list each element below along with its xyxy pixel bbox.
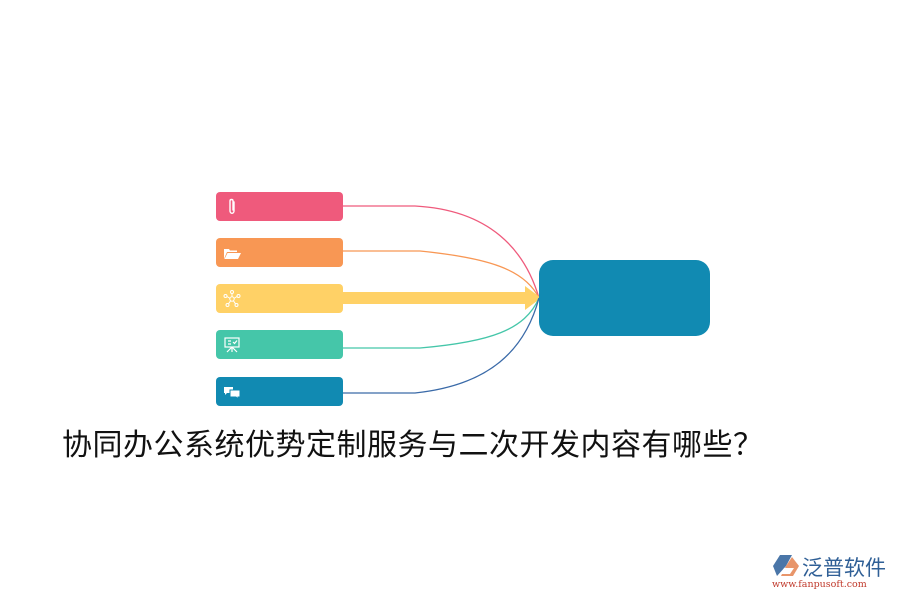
chat-bubbles-icon [222, 382, 242, 402]
diagram-node-2 [216, 238, 343, 267]
folder-open-icon [222, 243, 242, 263]
center-node [539, 260, 710, 336]
watermark-url: www.fanpusoft.com [772, 579, 867, 590]
page-title: 协同办公系统优势定制服务与二次开发内容有哪些？ [62, 428, 764, 463]
diagram-node-1 [216, 192, 343, 221]
diagram-node-5 [216, 377, 343, 406]
watermark-logo: 泛普软件 www.fanpusoft.com [770, 552, 895, 592]
diagram-node-4 [216, 330, 343, 359]
paperclip-icon [222, 197, 242, 217]
presentation-board-icon [222, 335, 242, 355]
network-icon [222, 289, 242, 309]
watermark-brand: 泛普软件 [802, 556, 886, 580]
fanpu-logo-icon [772, 554, 800, 578]
diagram-node-3 [216, 284, 343, 313]
